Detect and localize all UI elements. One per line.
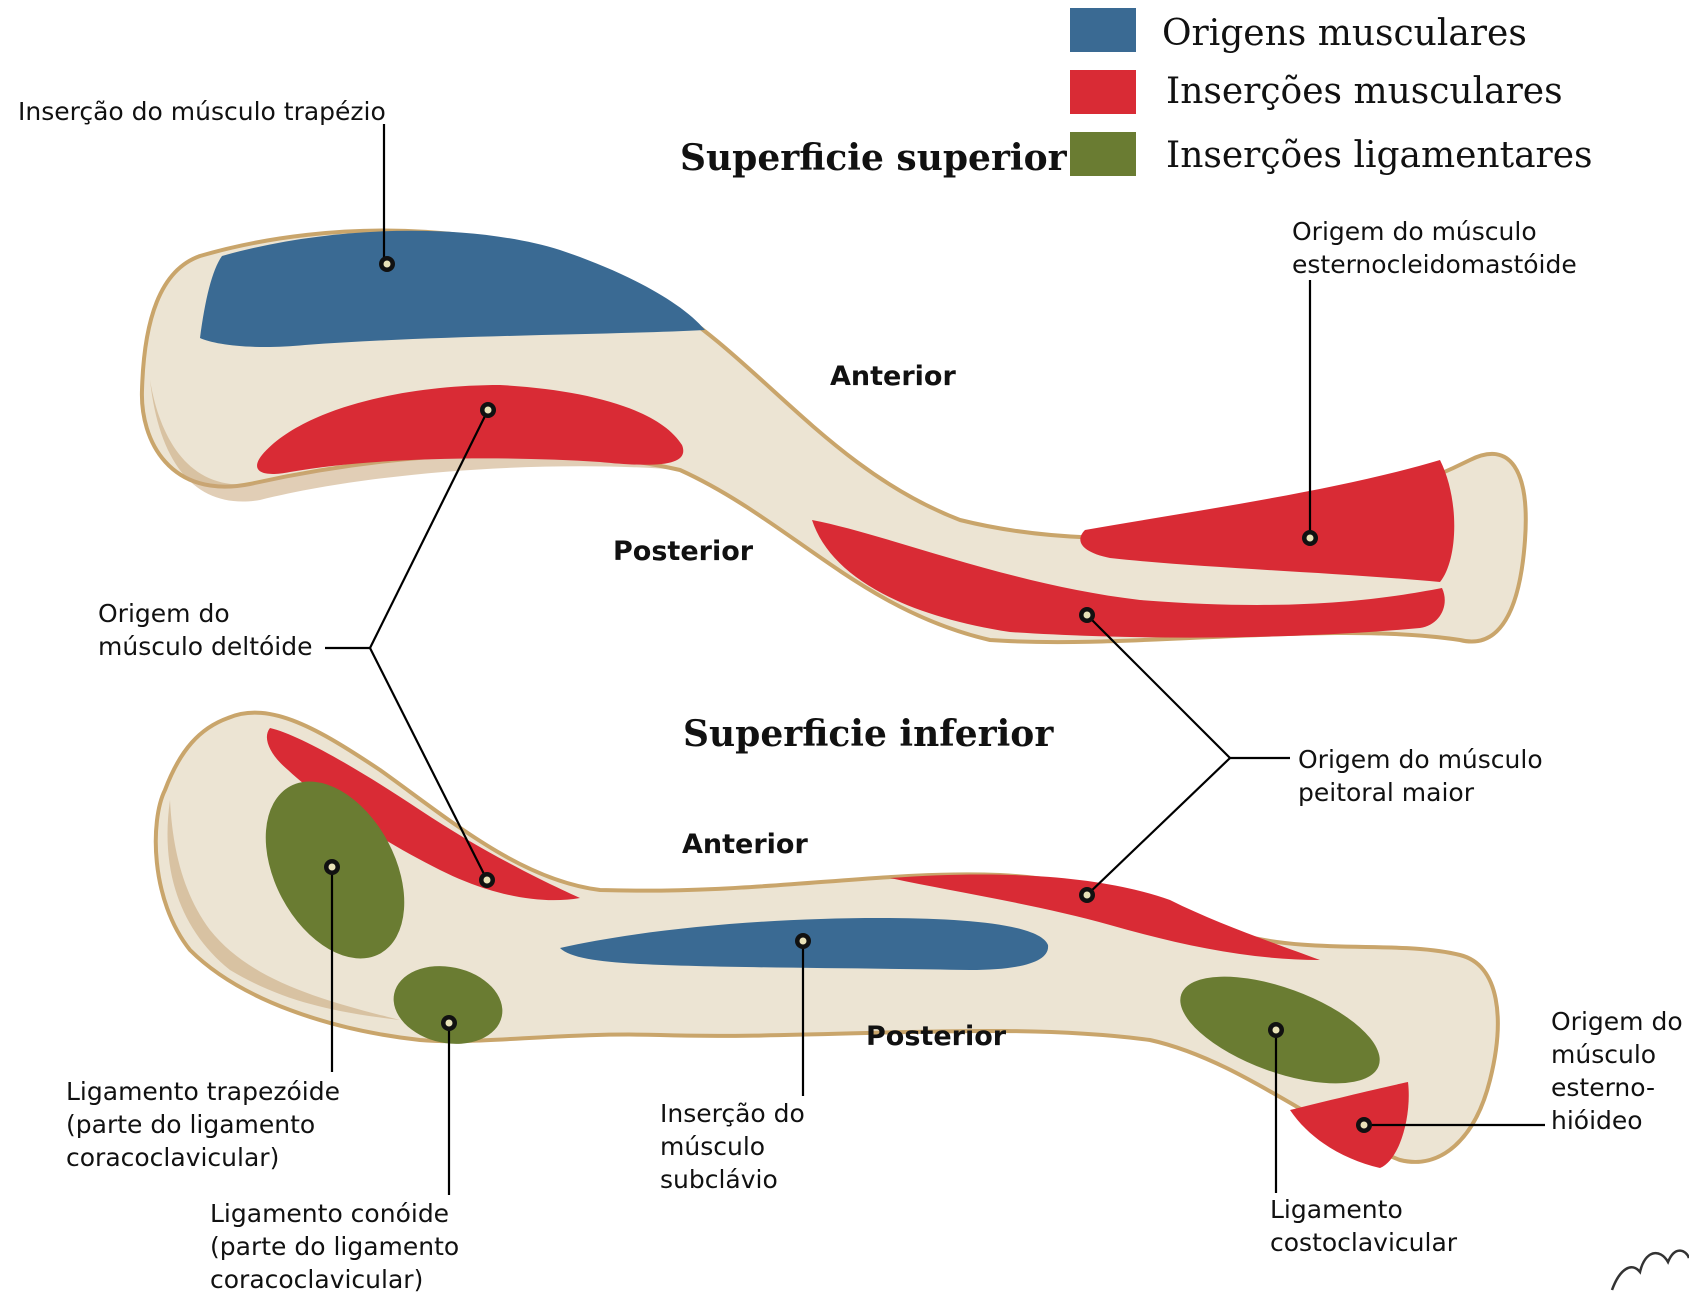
label-trapezoid-line3: coracoclavicular) [66, 1143, 279, 1172]
superior-posterior-label: Posterior [613, 536, 754, 567]
label-conoid-line1: Ligamento conóide [210, 1199, 449, 1228]
label-pectoral-line1: Origem do músculo [1298, 745, 1543, 774]
legend-swatch-origins [1070, 8, 1136, 52]
label-sternohyoid-line1: Origem do [1551, 1007, 1683, 1036]
label-sternohyoid-line4: hióideo [1551, 1106, 1643, 1135]
marker-sternohyoid [1356, 1117, 1372, 1133]
inferior-posterior-label: Posterior [866, 1021, 1007, 1052]
marker-pectoral-superior [1079, 607, 1095, 623]
superior-clavicle [142, 231, 1526, 643]
label-subclavius-line2: músculo [660, 1132, 765, 1161]
label-costoclavicular-line1: Ligamento [1270, 1195, 1403, 1224]
leader-pectoral-lower [1087, 758, 1230, 895]
label-subclavius-line1: Inserção do [660, 1099, 805, 1128]
label-scm-line2: esternocleidomastóide [1292, 250, 1577, 279]
label-sternohyoid-line3: esterno- [1551, 1073, 1655, 1102]
label-trapezoid-line2: (parte do ligamento [66, 1110, 315, 1139]
marker-trapezoid [324, 859, 340, 875]
superior-trapezius-area [200, 231, 705, 347]
legend: Origens musculares Inserções musculares … [1070, 8, 1593, 176]
marker-deltoid-inferior [479, 872, 495, 888]
legend-swatch-insertions [1070, 70, 1136, 114]
inferior-anterior-label: Anterior [682, 829, 808, 860]
marker-trapezius [379, 256, 395, 272]
label-costoclavicular-line2: costoclavicular [1270, 1228, 1458, 1257]
label-pectoral-line2: peitoral maior [1298, 778, 1475, 807]
label-deltoid-line2: músculo deltóide [98, 632, 313, 661]
marker-conoid [441, 1015, 457, 1031]
label-conoid-line3: coracoclavicular) [210, 1265, 423, 1294]
marker-deltoid-superior [480, 402, 496, 418]
legend-label-origins: Origens musculares [1162, 13, 1527, 54]
label-scm-line1: Origem do músculo [1292, 217, 1537, 246]
label-conoid-line2: (parte do ligamento [210, 1232, 459, 1261]
label-trapezius: Inserção do músculo trapézio [18, 97, 386, 126]
inferior-surface-title: Superficie inferior [683, 713, 1054, 755]
inferior-clavicle [156, 713, 1498, 1168]
legend-swatch-ligaments [1070, 132, 1136, 176]
label-trapezoid-line1: Ligamento trapezóide [66, 1077, 340, 1106]
legend-label-insertions: Inserções musculares [1166, 71, 1563, 112]
marker-subclavius [795, 933, 811, 949]
legend-label-ligaments: Inserções ligamentares [1166, 135, 1593, 176]
superior-anterior-label: Anterior [830, 361, 956, 392]
marker-scm [1302, 530, 1318, 546]
marker-pectoral-inferior [1079, 887, 1095, 903]
superior-surface-title: Superficie superior [680, 137, 1068, 179]
marker-costoclavicular [1268, 1022, 1284, 1038]
label-subclavius-line3: subclávio [660, 1165, 778, 1194]
label-deltoid-line1: Origem do [98, 599, 230, 628]
artist-signature-mark [1612, 1251, 1689, 1290]
label-sternohyoid-line2: músculo [1551, 1040, 1656, 1069]
